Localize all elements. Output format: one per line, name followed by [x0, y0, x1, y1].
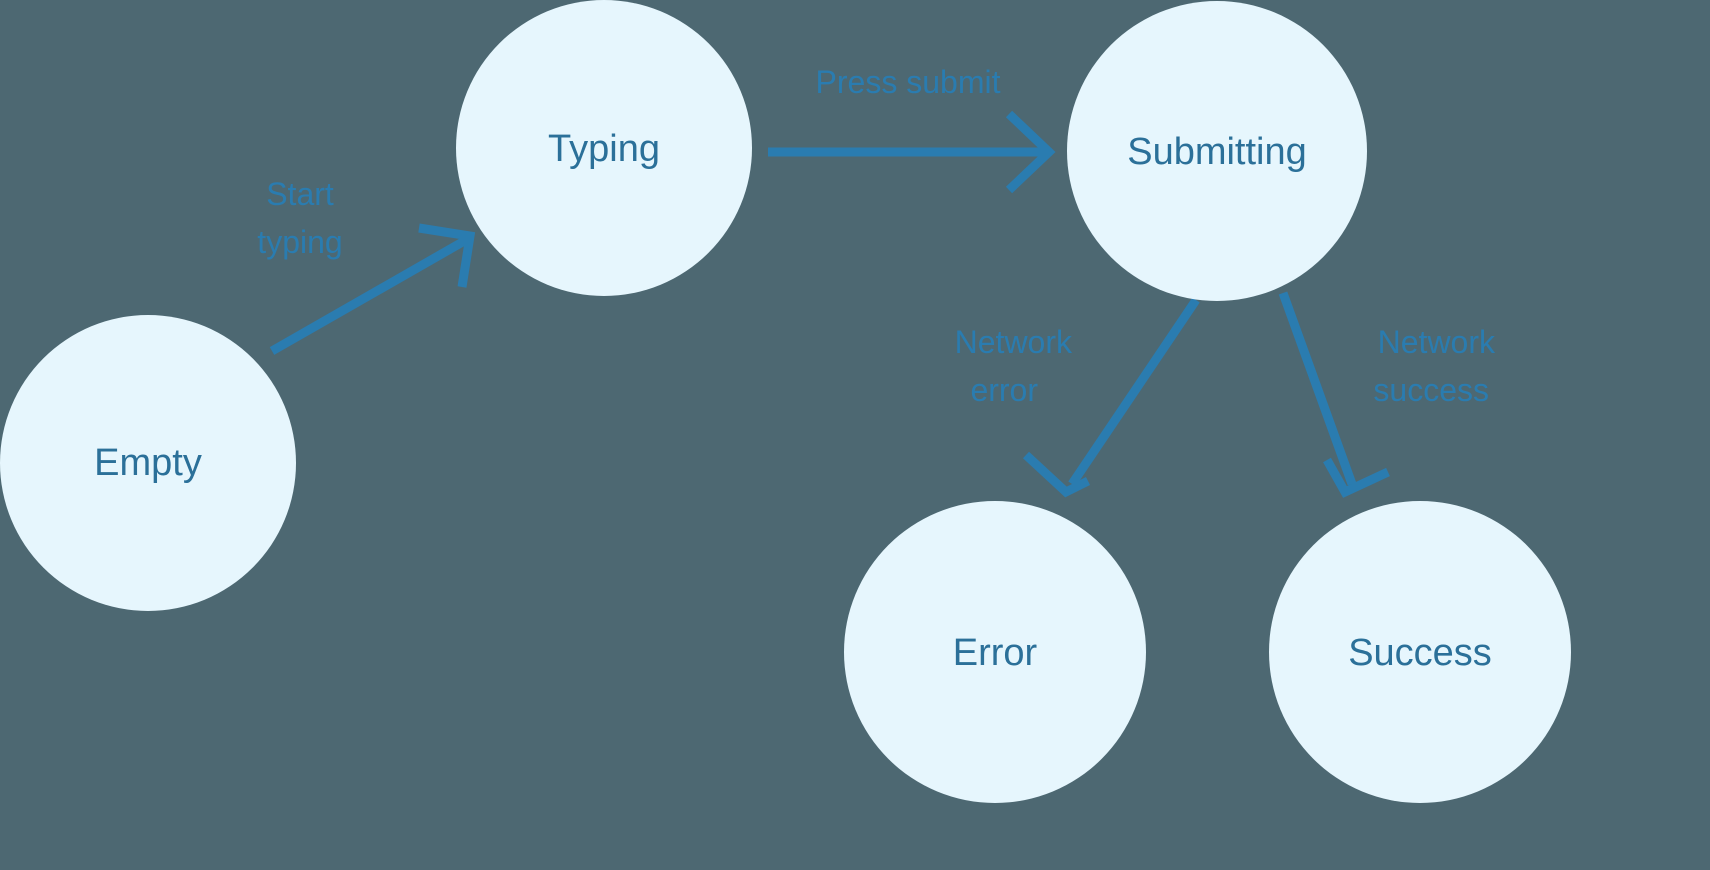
state-node-error-circle[interactable]	[844, 501, 1146, 803]
state-node-submitting[interactable]: Submitting	[1067, 1, 1367, 301]
edge-empty-to-typing-label-line1: Start	[266, 176, 334, 212]
state-node-empty-label: Empty	[94, 442, 202, 484]
edge-submitting-to-success-arrowhead	[1323, 457, 1390, 498]
state-node-error-label: Error	[953, 632, 1038, 674]
edge-submitting-to-success-label-line1: Network	[1378, 324, 1496, 360]
edge-empty-to-typing-arrowhead	[418, 223, 476, 288]
state-node-success-label: Success	[1348, 632, 1492, 674]
state-node-success-circle[interactable]	[1269, 501, 1571, 803]
edge-submitting-to-error-label-line2: error	[970, 372, 1038, 408]
edge-typing-to-submitting-label-line1: Press submit	[816, 64, 1001, 100]
edge-typing-to-submitting: Press submit	[768, 64, 1056, 194]
state-node-error[interactable]: Error	[844, 501, 1146, 803]
edge-submitting-to-error: Network error	[955, 297, 1200, 498]
state-node-submitting-label: Submitting	[1127, 131, 1307, 173]
state-node-typing-circle[interactable]	[456, 0, 752, 296]
edge-submitting-to-success-label-line2: success	[1373, 372, 1489, 408]
state-node-submitting-circle[interactable]	[1067, 1, 1367, 301]
edge-empty-to-typing-line	[269, 236, 469, 355]
state-node-success[interactable]: Success	[1269, 501, 1571, 803]
edge-submitting-to-error-label-line1: Network	[955, 324, 1073, 360]
state-node-typing[interactable]: Typing	[456, 0, 752, 296]
edge-empty-to-typing: Start typing	[257, 176, 476, 355]
edge-submitting-to-error-arrowhead	[1022, 451, 1091, 498]
edge-empty-to-typing-label-line2: typing	[257, 224, 342, 260]
state-node-empty[interactable]: Empty	[0, 315, 296, 611]
state-node-typing-label: Typing	[548, 128, 660, 170]
edge-submitting-to-error-line	[1068, 297, 1200, 487]
edge-submitting-to-success: Network success	[1278, 291, 1496, 498]
edge-typing-to-submitting-arrowhead	[1005, 110, 1056, 194]
edge-submitting-to-success-line	[1278, 291, 1357, 486]
state-node-empty-circle[interactable]	[0, 315, 296, 611]
